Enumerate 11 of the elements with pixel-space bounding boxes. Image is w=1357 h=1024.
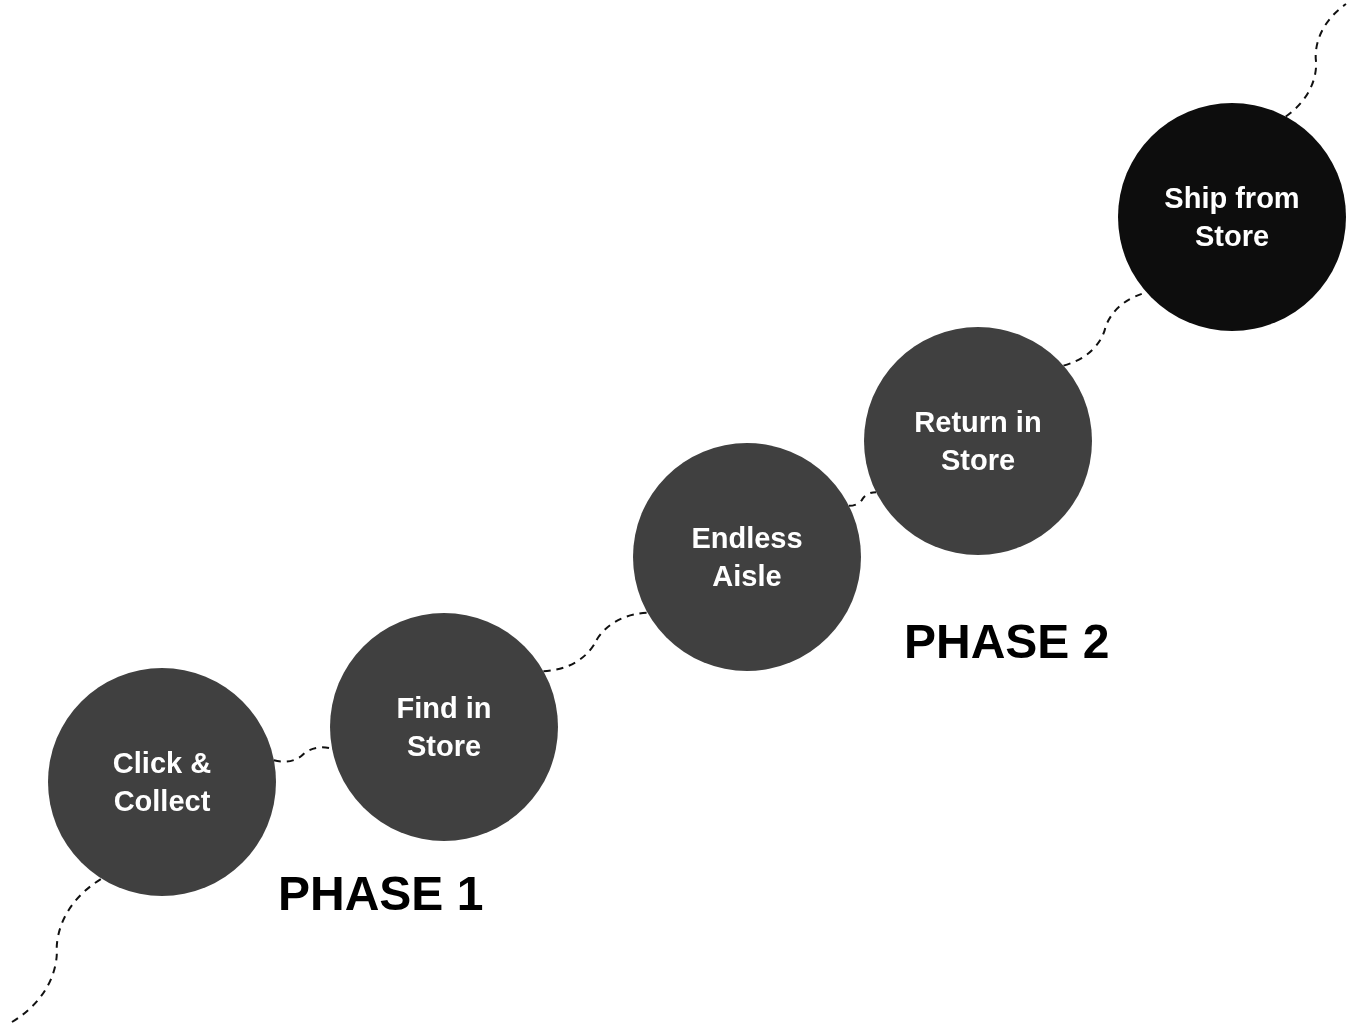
phase-label: PHASE 2 bbox=[904, 614, 1110, 670]
step-label: Click & Collect bbox=[111, 746, 213, 819]
step-label: Endless Aisle bbox=[690, 521, 804, 594]
dashed-connector bbox=[847, 491, 878, 507]
step-label: Ship from Store bbox=[1163, 181, 1301, 254]
dashed-connector bbox=[542, 611, 649, 673]
step-label: Return in Store bbox=[913, 405, 1043, 478]
phase-label: PHASE 1 bbox=[278, 866, 484, 922]
dashed-connector bbox=[11, 877, 103, 1023]
dashed-connector bbox=[1284, 3, 1347, 118]
step-label: Find in Store bbox=[395, 691, 493, 764]
